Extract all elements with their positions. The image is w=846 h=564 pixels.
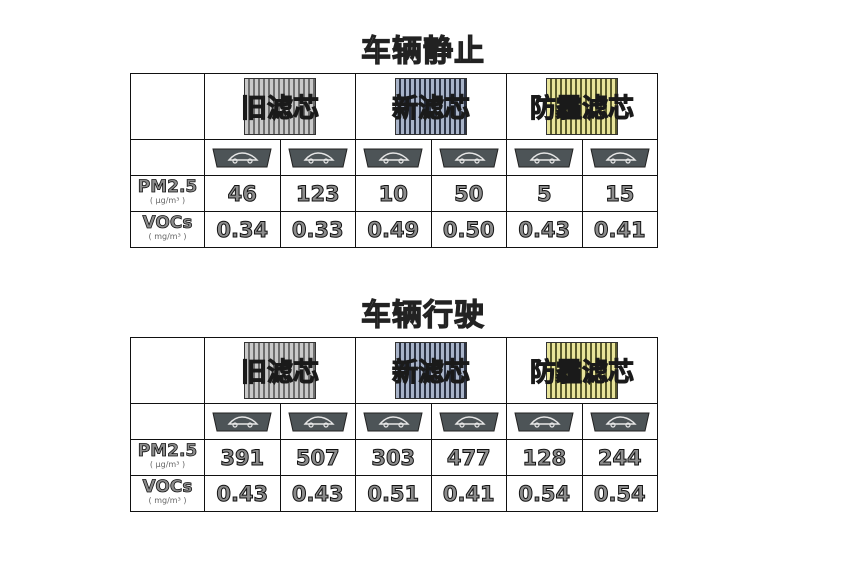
corner-cell: [130, 73, 205, 140]
vocs-row: VOCs ( mg/m³ ) 0.34 0.33 0.49 0.50 0.43 …: [130, 211, 658, 248]
car-image-cell: [506, 403, 583, 440]
value-cell: 128: [506, 439, 583, 476]
filter-label: 防霾滤芯: [529, 357, 634, 388]
car-image-cell: [430, 139, 507, 176]
metric-unit: ( μg/m³ ): [149, 459, 186, 469]
value-cell: 0.43: [279, 475, 356, 512]
car-image-cell: [506, 139, 583, 176]
value-cell: 0.43: [506, 211, 583, 248]
filter-label: 新滤芯: [391, 93, 470, 124]
car-outline-icon: [514, 412, 574, 431]
car-outline-icon: [288, 412, 348, 431]
value-cell: 123: [279, 175, 356, 212]
filter-header-new: 新滤芯: [355, 73, 507, 140]
filter-label: 防霾滤芯: [529, 93, 634, 124]
value-cell: 0.43: [204, 475, 281, 512]
anti-haze-filter-image: [546, 78, 618, 135]
metric-name: VOCs: [142, 476, 193, 497]
corner-cell: [130, 403, 205, 440]
old-filter-image: [244, 342, 316, 399]
value-cell: 477: [430, 439, 507, 476]
vocs-row: VOCs ( mg/m³ ) 0.43 0.43 0.51 0.41 0.54 …: [130, 475, 658, 512]
value-cell: 46: [204, 175, 281, 212]
car-outline-icon: [590, 148, 650, 167]
car-image-cell: [279, 139, 356, 176]
car-image-row: [130, 403, 658, 440]
filter-label: 新滤芯: [391, 357, 470, 388]
car-outline-icon: [288, 148, 348, 167]
filter-header-anti-haze: 防霾滤芯: [506, 73, 658, 140]
value-cell: 0.51: [355, 475, 432, 512]
car-outline-icon: [212, 412, 272, 431]
filter-header-old: 旧滤芯: [204, 337, 356, 404]
metric-name: PM2.5: [137, 176, 198, 197]
car-outline-icon: [590, 412, 650, 431]
car-image-cell: [581, 403, 658, 440]
filter-label: 旧滤芯: [240, 357, 319, 388]
corner-cell: [130, 337, 205, 404]
metric-label-vocs: VOCs ( mg/m³ ): [130, 475, 205, 512]
metric-label-vocs: VOCs ( mg/m³ ): [130, 211, 205, 248]
car-outline-icon: [212, 148, 272, 167]
value-cell: 0.50: [430, 211, 507, 248]
car-image-cell: [279, 403, 356, 440]
value-cell: 5: [506, 175, 583, 212]
filter-label: 旧滤芯: [240, 93, 319, 124]
value-cell: 0.41: [430, 475, 507, 512]
value-cell: 391: [204, 439, 281, 476]
car-outline-icon: [514, 148, 574, 167]
value-cell: 10: [355, 175, 432, 212]
anti-haze-filter-image: [546, 342, 618, 399]
value-cell: 0.54: [581, 475, 658, 512]
car-image-cell: [204, 139, 281, 176]
car-image-cell: [430, 403, 507, 440]
car-image-cell: [581, 139, 658, 176]
car-image-cell: [355, 403, 432, 440]
metric-name: VOCs: [142, 212, 193, 233]
car-outline-icon: [363, 148, 423, 167]
metric-unit: ( μg/m³ ): [149, 195, 186, 205]
value-cell: 15: [581, 175, 658, 212]
new-filter-image: [395, 342, 467, 399]
stationary-table: 旧滤芯 新滤芯 防霾滤芯 PM2.5 ( μg/m³ ) 46 123 10 5…: [130, 73, 658, 248]
driving-table: 旧滤芯 新滤芯 防霾滤芯 PM2.5 ( μg/m³ ) 391 507 303…: [130, 337, 658, 512]
metric-unit: ( mg/m³ ): [148, 231, 187, 241]
value-cell: 0.34: [204, 211, 281, 248]
old-filter-image: [244, 78, 316, 135]
filter-header-old: 旧滤芯: [204, 73, 356, 140]
value-cell: 50: [430, 175, 507, 212]
section-title-driving: 车辆行驶: [360, 297, 485, 333]
car-outline-icon: [439, 148, 499, 167]
value-cell: 0.49: [355, 211, 432, 248]
car-outline-icon: [363, 412, 423, 431]
value-cell: 0.41: [581, 211, 658, 248]
value-cell: 244: [581, 439, 658, 476]
corner-cell: [130, 139, 205, 176]
car-image-row: [130, 139, 658, 176]
filter-header-new: 新滤芯: [355, 337, 507, 404]
metric-label-pm25: PM2.5 ( μg/m³ ): [130, 439, 205, 476]
value-cell: 507: [279, 439, 356, 476]
value-cell: 303: [355, 439, 432, 476]
car-image-cell: [204, 403, 281, 440]
metric-label-pm25: PM2.5 ( μg/m³ ): [130, 175, 205, 212]
section-title-stationary: 车辆静止: [360, 33, 485, 69]
filter-header-anti-haze: 防霾滤芯: [506, 337, 658, 404]
pm25-row: PM2.5 ( μg/m³ ) 391 507 303 477 128 244: [130, 439, 658, 476]
new-filter-image: [395, 78, 467, 135]
pm25-row: PM2.5 ( μg/m³ ) 46 123 10 50 5 15: [130, 175, 658, 212]
car-image-cell: [355, 139, 432, 176]
metric-unit: ( mg/m³ ): [148, 495, 187, 505]
value-cell: 0.33: [279, 211, 356, 248]
metric-name: PM2.5: [137, 440, 198, 461]
car-outline-icon: [439, 412, 499, 431]
value-cell: 0.54: [506, 475, 583, 512]
